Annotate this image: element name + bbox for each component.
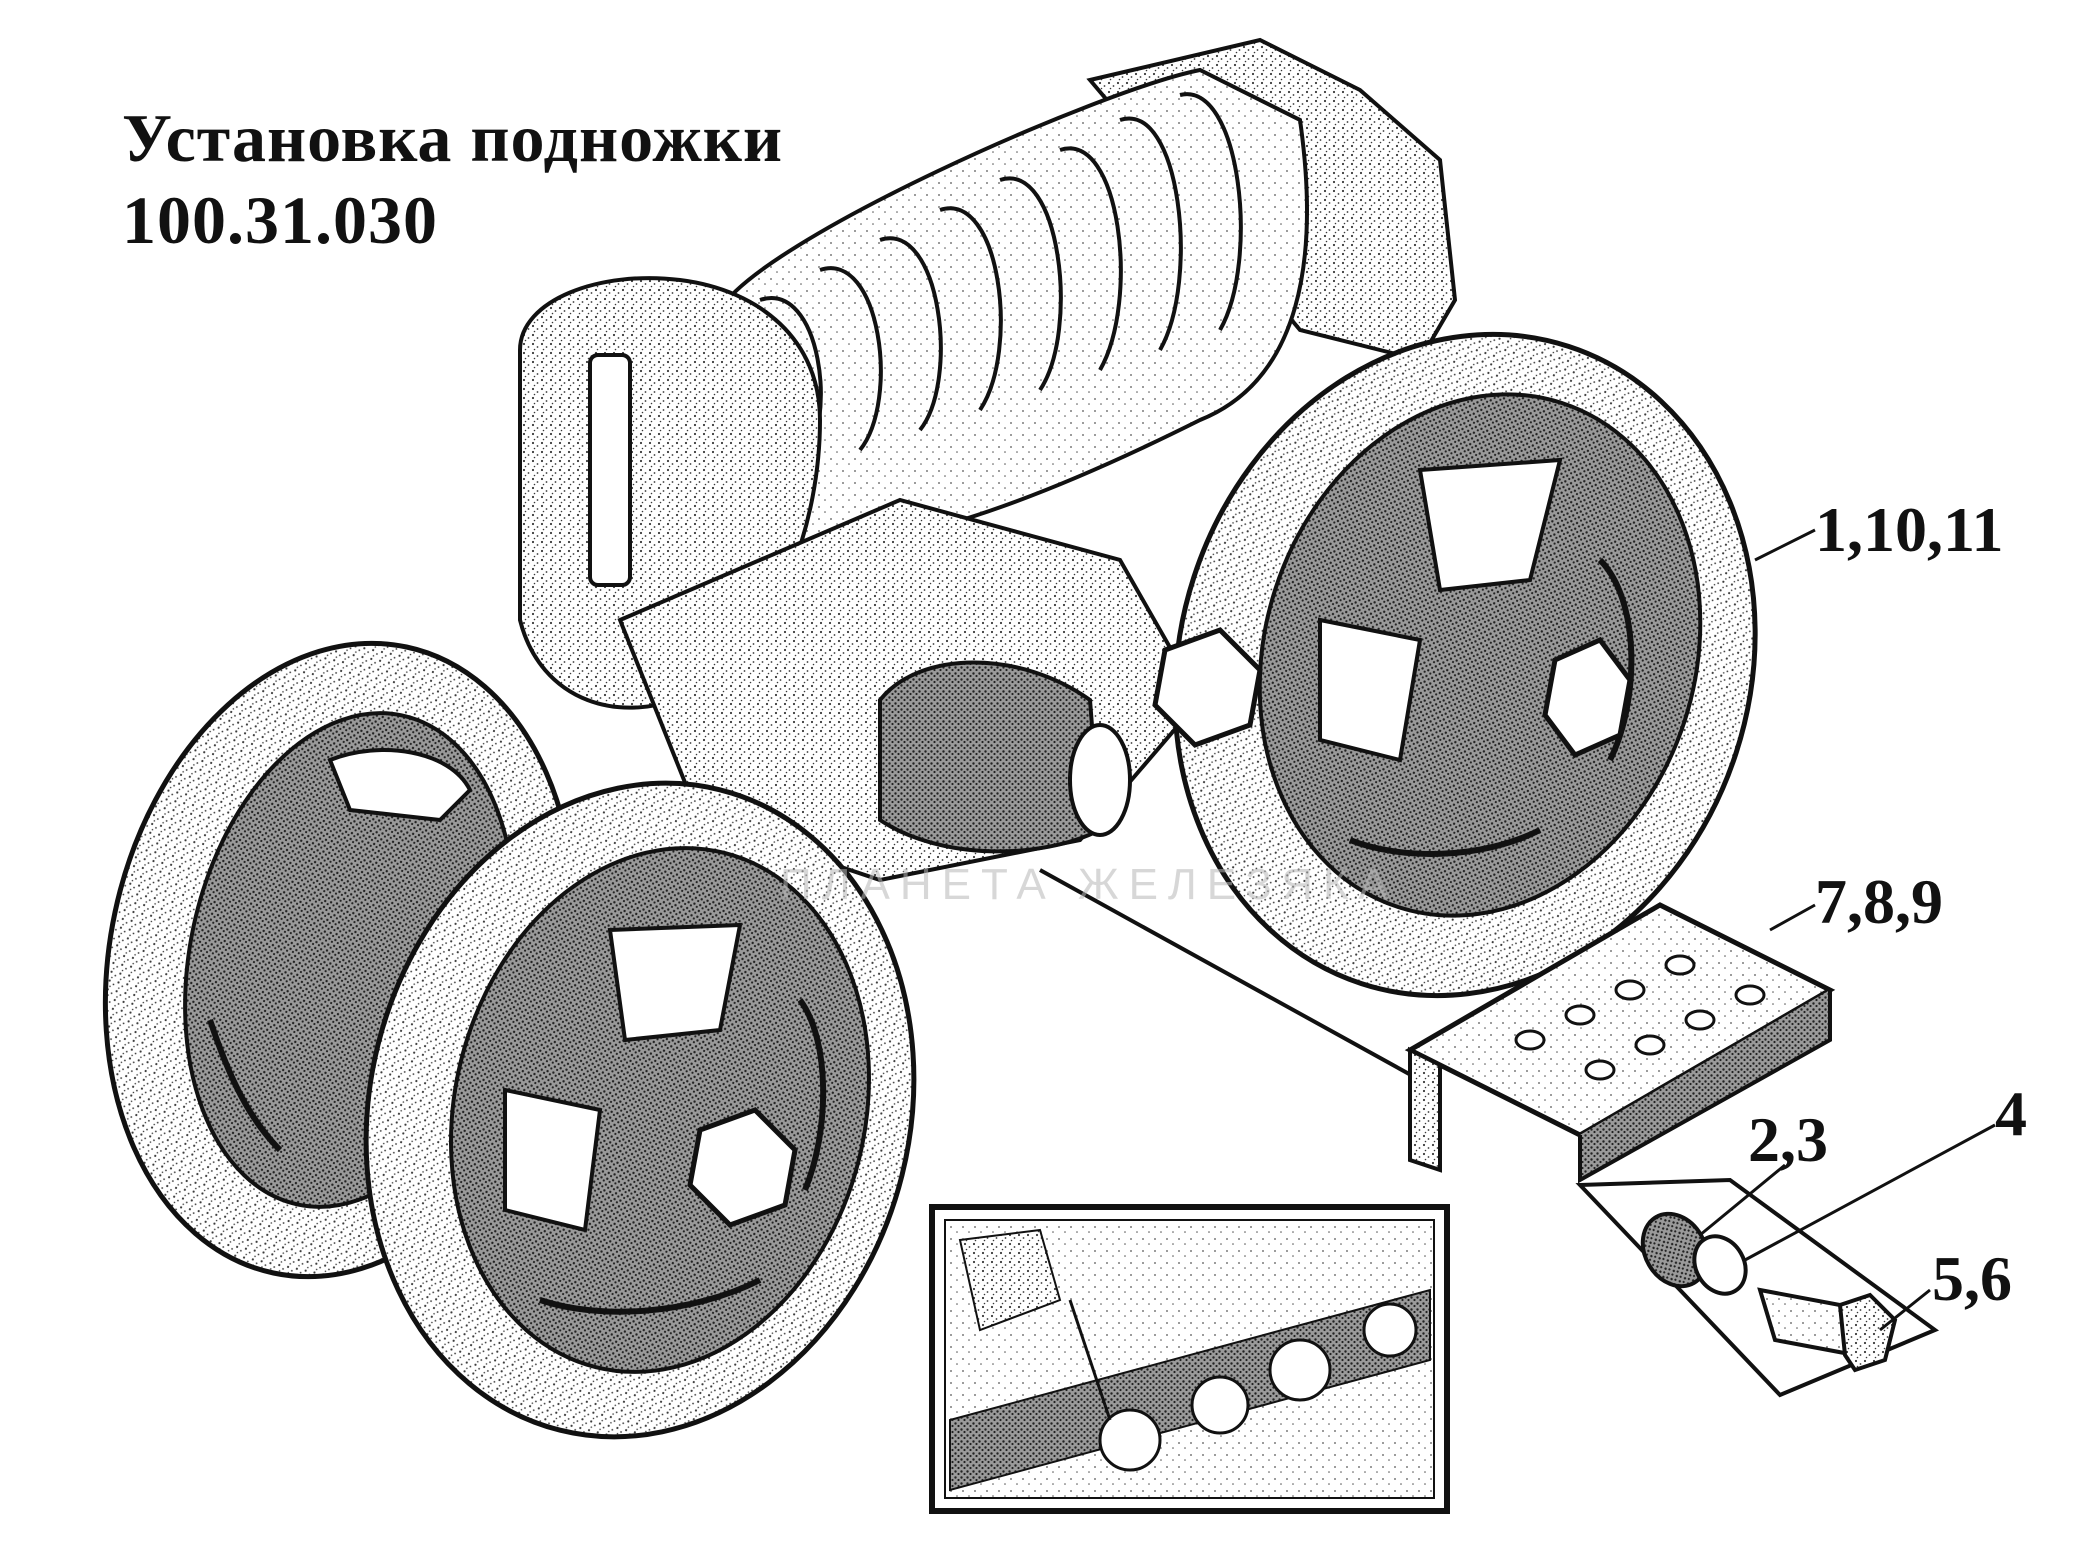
balancer-arm xyxy=(617,497,1203,883)
leader-lines xyxy=(1699,528,1996,1332)
plate-studs xyxy=(1514,954,1766,1081)
inset-photo xyxy=(929,1204,1450,1514)
leader-4 xyxy=(1744,1123,1996,1262)
road-wheel-front xyxy=(363,780,917,1440)
wheel-window xyxy=(607,922,743,1043)
road-wheel-rear-right xyxy=(1152,331,1758,999)
placement-line xyxy=(1039,868,1421,1082)
callout-5-6: 5,6 xyxy=(1932,1243,2012,1314)
leader-5-6 xyxy=(1879,1288,1931,1332)
axle-nut xyxy=(1152,627,1263,748)
wheel-window xyxy=(1417,457,1563,593)
part-number: 100.31.030 xyxy=(122,182,438,258)
footstep-plate xyxy=(1404,902,1836,1184)
wheel-window xyxy=(1318,617,1423,763)
leader-7-8-9 xyxy=(1769,903,1816,932)
axle-hub xyxy=(878,660,1103,854)
leader-1-10-11 xyxy=(1754,528,1816,562)
cap-slot xyxy=(588,353,632,587)
spring-washer-4 xyxy=(1692,1234,1748,1296)
leader-2-3 xyxy=(1699,1163,1786,1237)
callout-2-3: 2,3 xyxy=(1748,1104,1828,1175)
inset-wheels xyxy=(1098,1302,1418,1472)
callout-7-8-9: 7,8,9 xyxy=(1815,866,1943,937)
bolt-5-6 xyxy=(1757,1287,1898,1373)
wheel-window xyxy=(503,1087,603,1233)
diagram-title: Установка подножки xyxy=(122,100,784,176)
callout-4: 4 xyxy=(1995,1078,2027,1149)
hub-nut xyxy=(1542,636,1633,759)
callout-1-10-11: 1,10,11 xyxy=(1815,494,2004,565)
hub-nut xyxy=(687,1107,798,1228)
watermark: ПЛАНЕТА ЖЕЛЕЗЯКА xyxy=(780,860,1399,909)
axle-end xyxy=(1068,723,1132,837)
fastener-panel xyxy=(1575,1177,1940,1398)
